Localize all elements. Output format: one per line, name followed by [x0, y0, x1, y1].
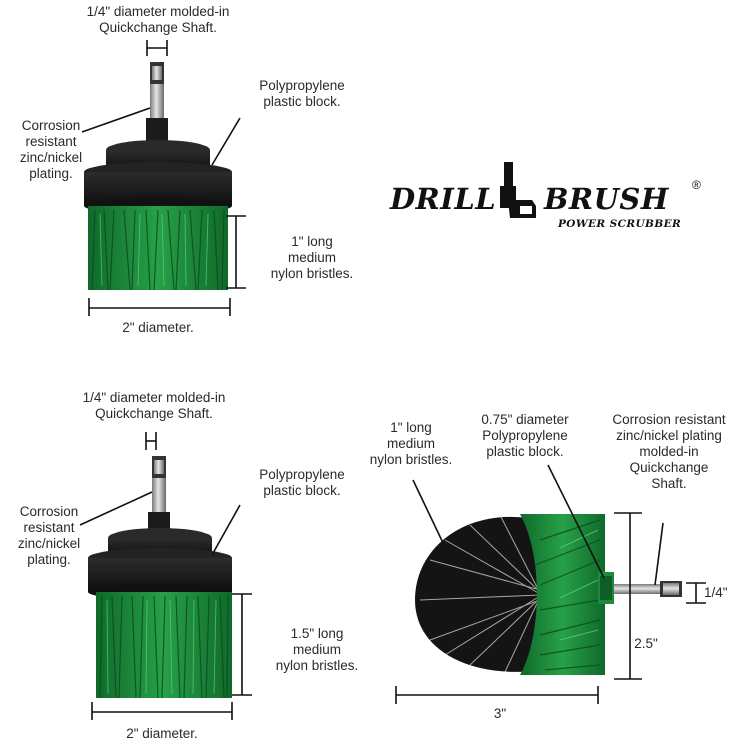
- bottom-left-shaft-label: 1/4" diameter molded-in Quickchange Shaf…: [82, 390, 226, 421]
- logo-tagline: POWER SCRUBBER: [558, 218, 682, 230]
- top-shaft: [150, 84, 164, 124]
- top-plating-label: Corrosion resistant zinc/nickel plating.: [19, 118, 83, 181]
- bottom-right-block-label: 0.75" diameter Polypropylene plastic blo…: [481, 412, 569, 459]
- drill-icon: [500, 162, 536, 218]
- registered-mark: ®: [692, 178, 701, 192]
- right-shaft: [614, 584, 666, 594]
- top-shaft-label: 1/4" diameter molded-in Quickchange Shaf…: [86, 4, 230, 35]
- top-brush: [81, 40, 246, 316]
- logo-word-drill: DRILL: [390, 182, 497, 216]
- bottom-left-diameter-label: 2" diameter.: [126, 726, 198, 741]
- top-diameter-label: 2" diameter.: [122, 320, 194, 335]
- top-shaft-dimension: [146, 40, 168, 56]
- bottom-right-shaft-dim: 1/4": [704, 585, 728, 600]
- bottom-right-brush: [395, 464, 706, 704]
- bottom-left-bristle-label: 1.5" long medium nylon bristles.: [275, 626, 359, 673]
- bottom-right-shaft-label: Corrosion resistant zinc/nickel plating …: [612, 412, 726, 491]
- bottom-left-block-label: Polypropylene plastic block.: [259, 467, 345, 498]
- top-bristles: [88, 206, 228, 291]
- bottom-left-brush: [79, 432, 252, 720]
- bottom-left-bristles: [96, 592, 232, 699]
- bottom-right-width-dim: 3": [493, 706, 507, 721]
- bottom-right-bristle-label: 1" long medium nylon bristles.: [369, 420, 453, 467]
- top-bristle-label: 1" long medium nylon bristles.: [270, 234, 354, 281]
- bottom-left-plating-label: Corrosion resistant zinc/nickel plating.: [17, 504, 81, 567]
- drillbrush-logo: DRILL BRUSH ® POWER SCRUBBER: [386, 160, 716, 240]
- bottom-right-height-dim: 2.5": [634, 636, 658, 651]
- logo-word-brush: BRUSH: [544, 182, 669, 216]
- top-block-label: Polypropylene plastic block.: [259, 78, 345, 109]
